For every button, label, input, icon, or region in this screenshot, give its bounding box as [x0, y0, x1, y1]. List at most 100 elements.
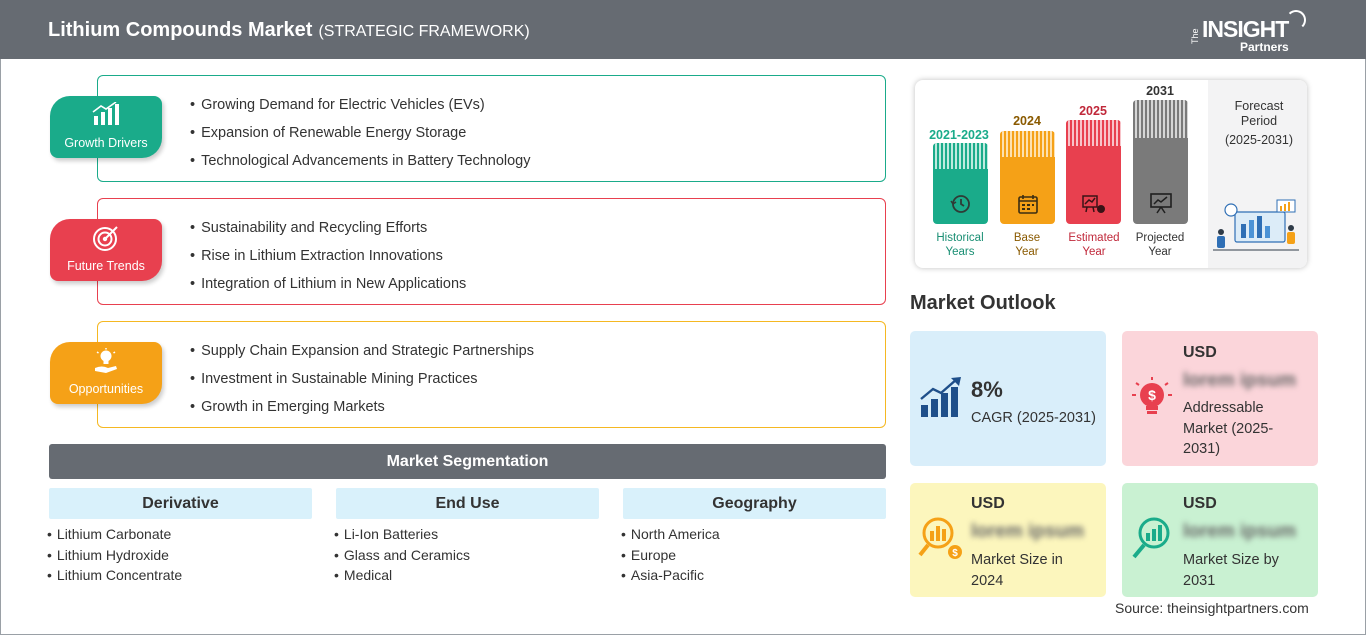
segment-list-end-use: Li-Ion Batteries Glass and Ceramics Medi… [334, 525, 470, 587]
label-line: Base [1013, 232, 1041, 244]
title-main: Lithium Compounds Market [48, 19, 313, 41]
cagr-box: 8% CAGR (2025-2031) [910, 331, 1106, 466]
presentation-icon [1150, 193, 1172, 214]
list-item: Lithium Carbonate [47, 525, 182, 546]
list-item: Expansion of Renewable Energy Storage [190, 124, 531, 152]
label-line: Year [1148, 246, 1172, 258]
lightbulb-hand-icon [95, 348, 117, 373]
opportunities-badge: Opportunities [50, 342, 162, 404]
segmentation-title: Market Segmentation [49, 444, 886, 479]
list-item: Lithium Concentrate [47, 566, 182, 587]
label-line: Period [1240, 114, 1278, 128]
list-item: Glass and Ceramics [334, 546, 470, 567]
magnifier-chart-icon: $ [918, 517, 962, 559]
growth-drivers-badge: Growth Drivers [50, 96, 162, 158]
opportunities-card: Supply Chain Expansion and Strategic Par… [97, 321, 886, 428]
list-item: North America [621, 525, 720, 546]
timeline-year-base: 2024 [1013, 114, 1041, 128]
addressable-usd: USD [1183, 344, 1217, 361]
list-item: Growth in Emerging Markets [190, 398, 534, 426]
market-size-2024-box: USD lorem ipsum $ Market Size in 2024 [910, 483, 1106, 597]
label-line: Years [945, 246, 975, 258]
label-line: Forecast [1234, 99, 1284, 113]
opportunities-list: Supply Chain Expansion and Strategic Par… [190, 342, 534, 426]
label-line: 2031 [1183, 572, 1216, 589]
target-icon [93, 226, 118, 251]
label-line: Market Size in [971, 552, 1063, 568]
list-item: Supply Chain Expansion and Strategic Par… [190, 342, 534, 370]
future-trends-list: Sustainability and Recycling Efforts Ris… [190, 219, 466, 303]
timeline-bar-estimated [1066, 120, 1121, 224]
label-line: 2024 [971, 572, 1004, 589]
size-2024-usd: USD [971, 495, 1005, 512]
timeline-year-historical: 2021-2023 [929, 128, 989, 142]
list-item: Europe [621, 546, 720, 567]
estimate-icon [1082, 195, 1105, 213]
list-item: Medical [334, 566, 470, 587]
list-item: Rise in Lithium Extraction Innovations [190, 247, 466, 275]
size-2031-usd: USD [1183, 495, 1217, 512]
svg-text:$: $ [952, 548, 958, 559]
cagr-value: 8% [971, 377, 1003, 402]
analyst-dashboard-icon [1213, 199, 1299, 251]
calendar-icon [1018, 195, 1038, 214]
insight-partners-logo: The INSIGHT Partners [1190, 8, 1315, 54]
growth-chart-icon [92, 102, 119, 125]
label-line: Historical [936, 232, 984, 244]
timeline-panel: 2021-2023 Historical Years 2024 Base Yea… [915, 80, 1307, 268]
label-line: Market (2025- [1183, 420, 1274, 437]
label-line: Projected [1135, 232, 1185, 244]
timeline-bar-historical [933, 143, 988, 224]
logo-partners: Partners [1240, 40, 1289, 54]
timeline-year-estimated: 2025 [1079, 104, 1107, 118]
growth-drivers-list: Growing Demand for Electric Vehicles (EV… [190, 96, 531, 180]
addressable-label: Addressable Market (2025- 2031) [1183, 398, 1273, 460]
cagr-label: CAGR (2025-2031) [971, 410, 1096, 426]
forecast-period-range: (2025-2031) [1224, 133, 1294, 147]
list-item: Lithium Hydroxide [47, 546, 182, 567]
list-item: Asia-Pacific [621, 566, 720, 587]
label-line: Year [1015, 246, 1039, 258]
market-outlook-title: Market Outlook [910, 292, 1056, 314]
svg-text:$: $ [1148, 387, 1156, 403]
list-item: Investment in Sustainable Mining Practic… [190, 370, 534, 398]
timeline-bar-projected [1133, 100, 1188, 224]
label-line: 2031) [1183, 441, 1221, 457]
magnifier-growth-icon [1132, 517, 1170, 559]
label-line: Market Size by [1183, 552, 1279, 568]
badge-label: Opportunities [68, 382, 144, 396]
page-title: Lithium Compounds Market (STRATEGIC FRAME… [48, 19, 530, 42]
timeline-label-base: Base Year [989, 231, 1065, 259]
timeline-label-estimated: Estimated Year [1056, 231, 1132, 259]
logo-arc-icon [1286, 10, 1306, 30]
size-2031-label: Market Size by 2031 [1183, 550, 1279, 591]
label-line: Addressable [1183, 400, 1264, 416]
future-trends-card: Sustainability and Recycling Efforts Ris… [97, 198, 886, 305]
list-item: Integration of Lithium in New Applicatio… [190, 275, 466, 303]
timeline-label-historical: Historical Years [922, 231, 998, 259]
forecast-period-title: Forecast Period [1211, 99, 1307, 129]
logo-the: The [1190, 28, 1200, 44]
size-2031-value-blurred: lorem ipsum [1183, 521, 1296, 542]
segment-list-derivative: Lithium Carbonate Lithium Hydroxide Lith… [47, 525, 182, 587]
history-icon [950, 195, 970, 213]
addressable-value-blurred: lorem ipsum [1183, 370, 1296, 391]
source-credit: Source: theinsightpartners.com [1115, 600, 1309, 616]
addressable-market-box: USD lorem ipsum $ Addressable Market (20… [1122, 331, 1318, 466]
market-size-2031-box: USD lorem ipsum Market Size by 2031 [1122, 483, 1318, 597]
size-2024-label: Market Size in 2024 [971, 550, 1063, 591]
badge-label: Growth Drivers [64, 136, 148, 150]
label-line: Estimated [1068, 232, 1120, 244]
list-item: Technological Advancements in Battery Te… [190, 152, 530, 180]
timeline-year-projected: 2031 [1146, 84, 1174, 98]
list-item: Growing Demand for Electric Vehicles (EV… [190, 96, 531, 124]
title-subtitle: (STRATEGIC FRAMEWORK) [318, 23, 530, 40]
timeline-label-projected: Projected Year [1122, 231, 1198, 259]
badge-label: Future Trends [67, 259, 145, 273]
dollar-bulb-icon: $ [1132, 377, 1172, 414]
size-2024-value-blurred: lorem ipsum [971, 521, 1084, 542]
label-line: Year [1082, 246, 1106, 258]
future-trends-badge: Future Trends [50, 219, 162, 281]
logo-insight: INSIGHT [1202, 16, 1289, 42]
segment-heading-end-use: End Use [336, 488, 599, 519]
